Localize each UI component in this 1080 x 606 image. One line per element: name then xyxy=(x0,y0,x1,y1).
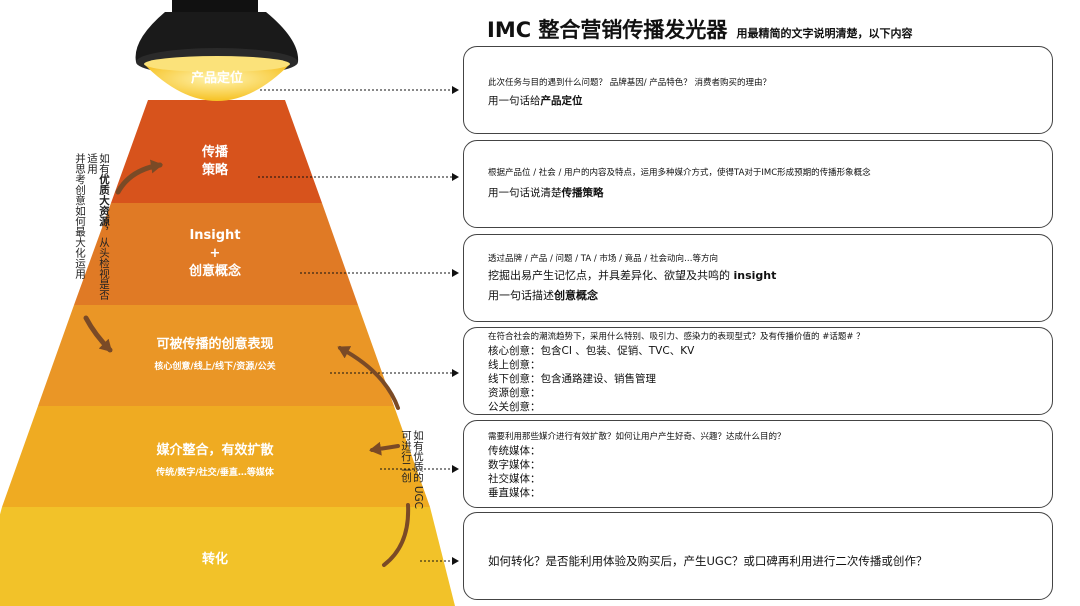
right-note-col1: 如有优质的 UGC xyxy=(412,430,424,509)
box3-question: 透过品牌 / 产品 / 问题 / TA / 市场 / 竟品 / 社会动向…等方向 xyxy=(488,254,718,264)
level-3-line3: 创意概念 xyxy=(188,264,241,279)
lamp-icon xyxy=(135,0,299,101)
box3-prompt-pre: 用一句话描述 xyxy=(488,289,554,302)
box5-item-3: 社交媒体： xyxy=(488,473,541,485)
right-upper-curve-arrow xyxy=(337,346,400,410)
left-upper-curve-arrow xyxy=(115,159,163,195)
pyramid-layer-6 xyxy=(0,507,455,606)
level-3-label: Insight + 创意概念 xyxy=(160,227,270,281)
pyramid-layer-2 xyxy=(111,100,322,203)
box5-item-1: 传统媒体： xyxy=(488,445,541,457)
level-1-text: 产品定位 xyxy=(190,71,243,86)
level-6-label: 转化 xyxy=(170,551,260,569)
box3-prompt-bold: 创意概念 xyxy=(554,289,598,302)
box5-item-2: 数字媒体： xyxy=(488,459,541,471)
box-insight-concept: 透过品牌 / 产品 / 问题 / TA / 市场 / 竟品 / 社会动向…等方向… xyxy=(463,234,1053,322)
level-4-sub: 核心创意/线上/线下/资源/公关 xyxy=(154,362,276,372)
level-1-label: 产品定位 xyxy=(172,70,262,88)
level-2-label: 传播 策略 xyxy=(170,144,260,180)
box3-prompt: 用一句话描述创意概念 xyxy=(488,286,1028,306)
level-4-title: 可被传播的创意表现 xyxy=(156,337,274,352)
box1-prompt-pre: 用一句话给 xyxy=(488,95,541,107)
pyramid-layer-3 xyxy=(74,203,358,305)
left-note-col1-bold: 优质大资源 xyxy=(98,174,110,227)
page-title: IMC 整合营销传播发光器 用最精简的文字说明清楚，以下内容 xyxy=(487,14,913,44)
right-lower-arrowhead xyxy=(369,441,400,456)
level-5-label: 媒介整合，有效扩散 传统/数字/社交/垂直…等媒体 xyxy=(105,442,325,480)
box4-item-4: 资源创意： xyxy=(488,387,541,399)
box4-item-2: 线上创意： xyxy=(488,359,541,371)
left-note-col1-post: ，从头检视是否适用 xyxy=(86,153,110,300)
level-5-title: 媒介整合，有效扩散 xyxy=(156,443,274,458)
box4-question: 在符合社会的潮流趋势下，采用什么特别、吸引力、感染力的表现型式？及有传播价值的 … xyxy=(488,332,865,342)
right-note-col2: 可进行二创 xyxy=(400,430,412,483)
box3-line2-pre: 挖掘出易产生记忆点，并具差异化、欲望及共鸣的 xyxy=(488,269,734,282)
level-6-text: 转化 xyxy=(201,552,228,567)
box3-line2-bold: insight xyxy=(733,269,777,282)
left-note-col1-pre: 如有 xyxy=(98,153,110,174)
title-sub: 用最精简的文字说明清楚，以下内容 xyxy=(736,27,913,40)
box2-question: 根据产品位 / 社会 / 用户的内容及特点，运用多种媒介方式，使得TA对于IMC… xyxy=(488,168,871,178)
box2-prompt-bold: 传播策略 xyxy=(561,187,604,199)
level-4-label: 可被传播的创意表现 核心创意/线上/线下/资源/公关 xyxy=(110,336,320,374)
box1-prompt: 用一句话给产品定位 xyxy=(488,94,1028,108)
box1-question: 此次任务与目的遇到什么问题？ 品牌基因/ 产品特色？ 消费者购买的理由？ xyxy=(488,78,771,88)
level-3-line2: + xyxy=(209,246,221,261)
box5-question: 需要利用那些媒介进行有效扩散？如何让用户产生好奇、兴趣？达成什么目的？ xyxy=(488,432,786,442)
box5-item-4: 垂直媒体： xyxy=(488,487,541,499)
box-media-integration: 需要利用那些媒介进行有效扩散？如何让用户产生好奇、兴趣？达成什么目的？ 传统媒体… xyxy=(463,420,1053,508)
level-2-line1: 传播 xyxy=(201,145,228,160)
box4-item-1: 核心创意：包含CI 、包装、促销、TVC、KV xyxy=(488,345,695,357)
box-conversion: 如何转化？是否能利用体验及购买后，产生UGC？或口碑再利用进行二次传播或创作？ xyxy=(463,512,1053,600)
title-main: IMC 整合营销传播发光器 xyxy=(487,18,728,42)
box3-line2: 挖掘出易产生记忆点，并具差异化、欲望及共鸣的 insight xyxy=(488,266,1028,286)
left-lower-curve-arrow xyxy=(83,315,113,353)
left-note-col2: 并思考创意如何最大化运用 xyxy=(74,153,86,279)
box1-prompt-bold: 产品定位 xyxy=(540,95,583,107)
pyramid-layer-5 xyxy=(2,406,430,507)
box-communication-strategy: 根据产品位 / 社会 / 用户的内容及特点，运用多种媒介方式，使得TA对于IMC… xyxy=(463,140,1053,228)
level-5-sub: 传统/数字/社交/垂直…等媒体 xyxy=(156,468,274,478)
right-lower-curve-arrow xyxy=(382,503,411,567)
box6-question: 如何转化？是否能利用体验及购买后，产生UGC？或口碑再利用进行二次传播或创作？ xyxy=(488,554,928,568)
box4-item-5: 公关创意： xyxy=(488,401,541,413)
box-creative-expression: 在符合社会的潮流趋势下，采用什么特别、吸引力、感染力的表现型式？及有传播价值的 … xyxy=(463,327,1053,415)
left-side-note: 如有优质大资源，从头检视是否适用 并思考创意如何最大化运用 xyxy=(74,153,110,303)
box2-prompt-pre: 用一句话说清楚 xyxy=(488,187,562,199)
right-side-note: 如有优质的 UGC 可进行二创 xyxy=(400,430,424,520)
box-product-positioning: 此次任务与目的遇到什么问题？ 品牌基因/ 产品特色？ 消费者购买的理由？ 用一句… xyxy=(463,46,1053,134)
pyramid-layer-4 xyxy=(38,305,394,406)
level-3-line1: Insight xyxy=(189,228,241,243)
level-2-line2: 策略 xyxy=(201,163,228,178)
box2-prompt: 用一句话说清楚传播策略 xyxy=(488,186,1028,200)
box4-item-3: 线下创意：包含通路建设、销售管理 xyxy=(488,373,656,385)
